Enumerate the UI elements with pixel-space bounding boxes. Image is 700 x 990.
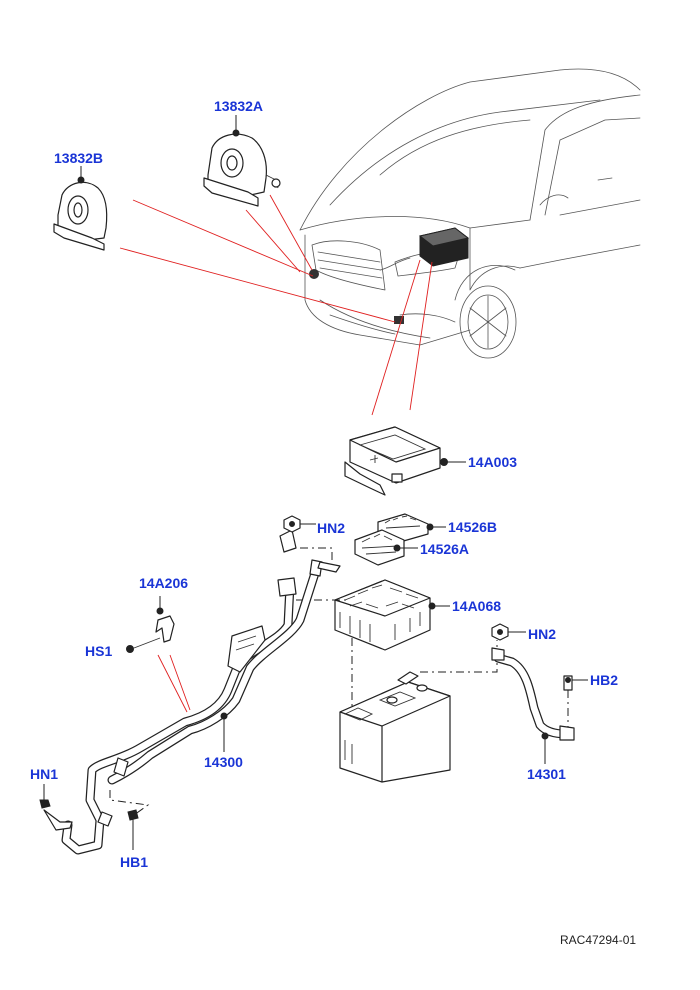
label-hs1: HS1 [85,643,112,659]
label-hn1: HN1 [30,766,58,782]
label-hn2-top: HN2 [317,520,345,536]
reference-number: RAC47294-01 [560,933,636,947]
label-14a068: 14A068 [452,598,501,614]
part-labels: 13832A 13832B 14A003 14526B 14526A 14A06… [30,98,618,870]
fastener-hn2-top [283,515,316,533]
cable-14300 [61,529,341,855]
bracket-14a206 [126,596,175,653]
label-hb1: HB1 [120,854,148,870]
label-13832b: 13832B [54,150,103,166]
label-14a003: 14A003 [468,454,517,470]
dashed-leaders [109,520,569,816]
label-14301: 14301 [527,766,566,782]
horn-13832b [53,166,108,251]
battery [339,671,451,783]
callout-lines [119,194,433,713]
fastener-hn1 [39,784,73,831]
label-14a206: 14A206 [139,575,188,591]
label-14526a: 14526A [420,541,469,557]
module-14a003 [344,426,466,496]
label-14526b: 14526B [448,519,497,535]
cable-14301 [491,623,588,764]
horn-mount-a [309,269,319,279]
horn-13832a [203,115,281,207]
fusebox-14a068 [334,579,450,651]
label-hn2-right: HN2 [528,626,556,642]
fuse-cover-14526a [354,529,418,566]
vehicle-illustration [299,68,641,359]
label-13832a: 13832A [214,98,263,114]
battery-location [379,227,470,271]
label-hb2: HB2 [590,672,618,688]
horn-mount-b [394,316,404,324]
fastener-hb1 [127,809,139,850]
label-14300: 14300 [204,754,243,770]
